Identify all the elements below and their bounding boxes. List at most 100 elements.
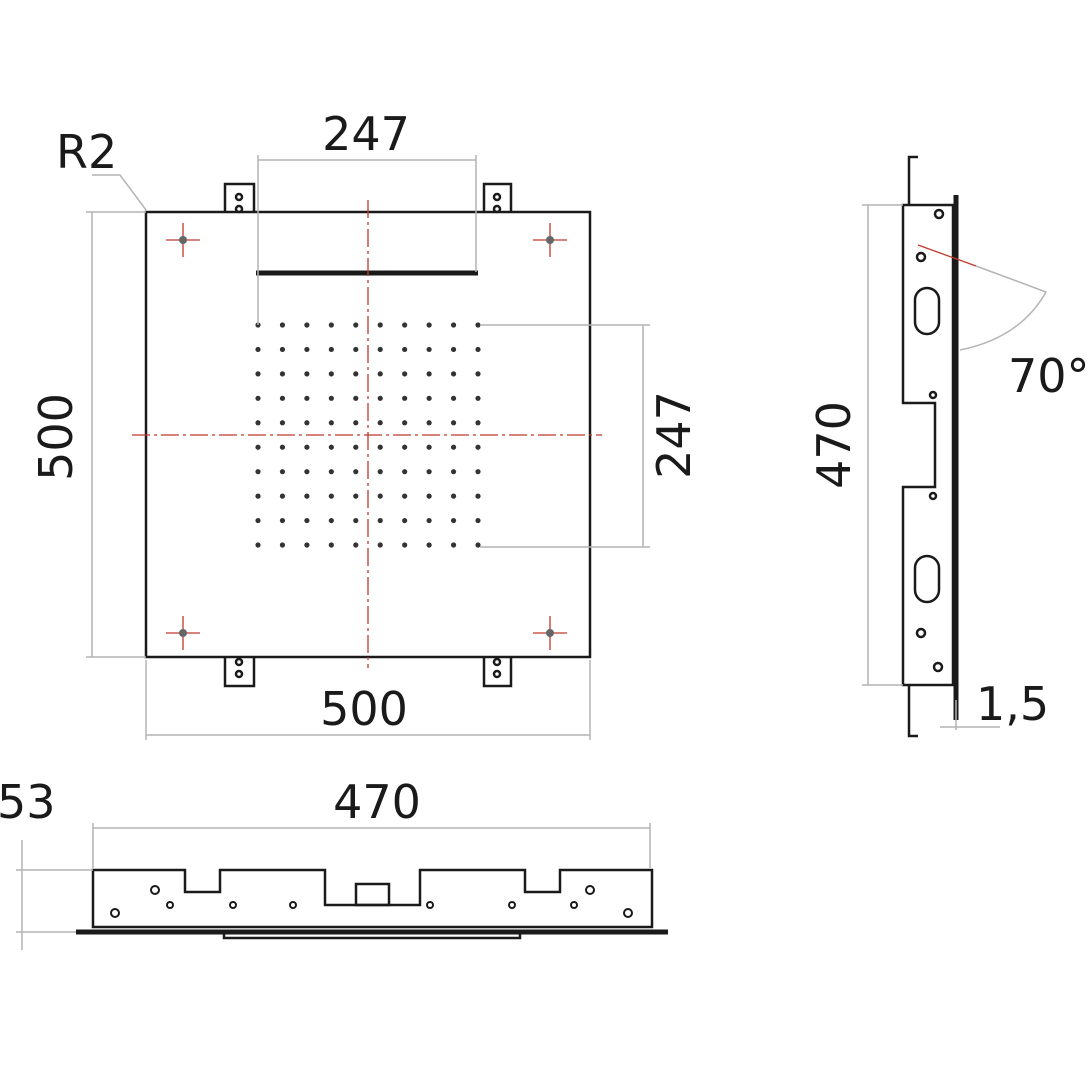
nozzle-dot	[402, 542, 408, 548]
nozzle-dot	[402, 420, 408, 426]
nozzle-dot	[328, 493, 334, 499]
nozzle-dot	[304, 420, 310, 426]
nozzle-dot	[353, 420, 359, 426]
nozzle-dot	[328, 542, 334, 548]
nozzle-dot	[475, 322, 481, 328]
hole-icon	[508, 901, 516, 909]
nozzle-dot	[426, 469, 432, 475]
bracket-hole	[492, 669, 502, 679]
grid-height-label: 247	[647, 391, 701, 479]
bracket-hole	[234, 192, 244, 202]
side-height-dimension-line	[862, 204, 903, 686]
nozzle-dot	[475, 469, 481, 475]
nozzle-dot	[255, 371, 261, 377]
nozzle-dot	[377, 322, 383, 328]
nozzle-dot	[255, 517, 261, 524]
nozzle-dot	[353, 395, 359, 401]
angle-centerline	[917, 244, 977, 267]
nozzle-dot	[279, 469, 286, 475]
nozzle-dot	[450, 420, 457, 426]
nozzle-dot	[279, 346, 286, 353]
nozzle-dot	[255, 346, 261, 353]
nozzle-dot	[450, 371, 457, 377]
bracket-hole	[234, 204, 244, 214]
nozzle-dot	[328, 322, 334, 328]
nozzle-dot	[279, 542, 286, 548]
nozzle-dot	[426, 395, 432, 401]
nozzle-dot	[475, 420, 481, 426]
height-label: 500	[29, 393, 83, 481]
nozzle-dot	[353, 493, 359, 499]
nozzle-dot	[304, 395, 310, 401]
nozzle-dot	[279, 517, 286, 524]
nozzle-dot	[255, 395, 261, 401]
nozzle-dot	[377, 420, 383, 426]
nozzle-dot	[255, 493, 261, 499]
nozzle-dot	[426, 542, 432, 548]
radius-leader	[92, 174, 147, 211]
nozzle-dot	[353, 322, 359, 328]
screw-icon	[915, 627, 927, 639]
hole-icon	[289, 901, 297, 909]
nozzle-dot	[353, 371, 359, 377]
bottom-tab	[354, 882, 391, 907]
mounting-mark	[533, 223, 567, 257]
hole-icon	[166, 901, 174, 909]
bracket-hole	[492, 657, 502, 667]
nozzle-dot	[304, 493, 310, 499]
mounting-mark	[166, 223, 200, 257]
side-slot	[913, 286, 941, 336]
nozzle-dot	[255, 469, 261, 475]
nozzle-dot	[402, 371, 408, 377]
depth-dimension-line	[16, 840, 93, 950]
nozzle-dot	[377, 517, 383, 524]
nozzle-dot	[450, 542, 457, 548]
nozzle-dot	[279, 420, 286, 426]
nozzle-dot	[304, 469, 310, 475]
side-height-label: 470	[807, 401, 861, 489]
angle-label: 70°	[1008, 349, 1090, 403]
nozzle-dot	[279, 493, 286, 499]
nozzle-dot	[450, 395, 457, 401]
hole-icon	[928, 491, 938, 501]
hole-icon	[229, 901, 237, 909]
nozzle-dot	[450, 346, 457, 353]
mounting-mark	[533, 616, 567, 650]
bracket-hole	[234, 669, 244, 679]
nozzle-dot	[377, 395, 383, 401]
bracket-hole	[492, 192, 502, 202]
nozzle-dot	[426, 371, 432, 377]
thickness-label: 1,5	[976, 677, 1049, 731]
nozzle-dot	[279, 444, 286, 450]
side-brackets	[907, 155, 918, 738]
nozzle-dot	[426, 493, 432, 499]
bracket-hole	[492, 204, 502, 214]
nozzle-dot	[475, 542, 481, 548]
nozzle-dot	[377, 346, 383, 353]
nozzle-dot	[402, 395, 408, 401]
bottom-width-label: 470	[333, 775, 421, 829]
nozzle-dot	[475, 371, 481, 377]
nozzle-grid	[255, 322, 481, 548]
nozzle-dot	[255, 420, 261, 426]
nozzle-dot	[426, 322, 432, 328]
nozzle-dot	[377, 493, 383, 499]
nozzle-dot	[328, 444, 334, 450]
nozzle-dot	[377, 444, 383, 450]
bottom-recess	[222, 930, 522, 940]
nozzle-dot	[328, 517, 334, 524]
nozzle-dot	[402, 493, 408, 499]
nozzle-dot	[255, 542, 261, 548]
screw-icon	[915, 251, 927, 263]
nozzle-dot	[328, 346, 334, 353]
bottom-profile	[91, 868, 654, 929]
nozzle-dot	[402, 322, 408, 328]
nozzle-dot	[328, 395, 334, 401]
nozzle-dot	[475, 493, 481, 499]
screw-icon	[110, 908, 120, 918]
nozzle-dot	[402, 469, 408, 475]
height-dimension-line	[86, 211, 146, 658]
screw-icon	[585, 885, 595, 895]
mounting-mark	[166, 616, 200, 650]
screw-icon	[933, 208, 945, 220]
